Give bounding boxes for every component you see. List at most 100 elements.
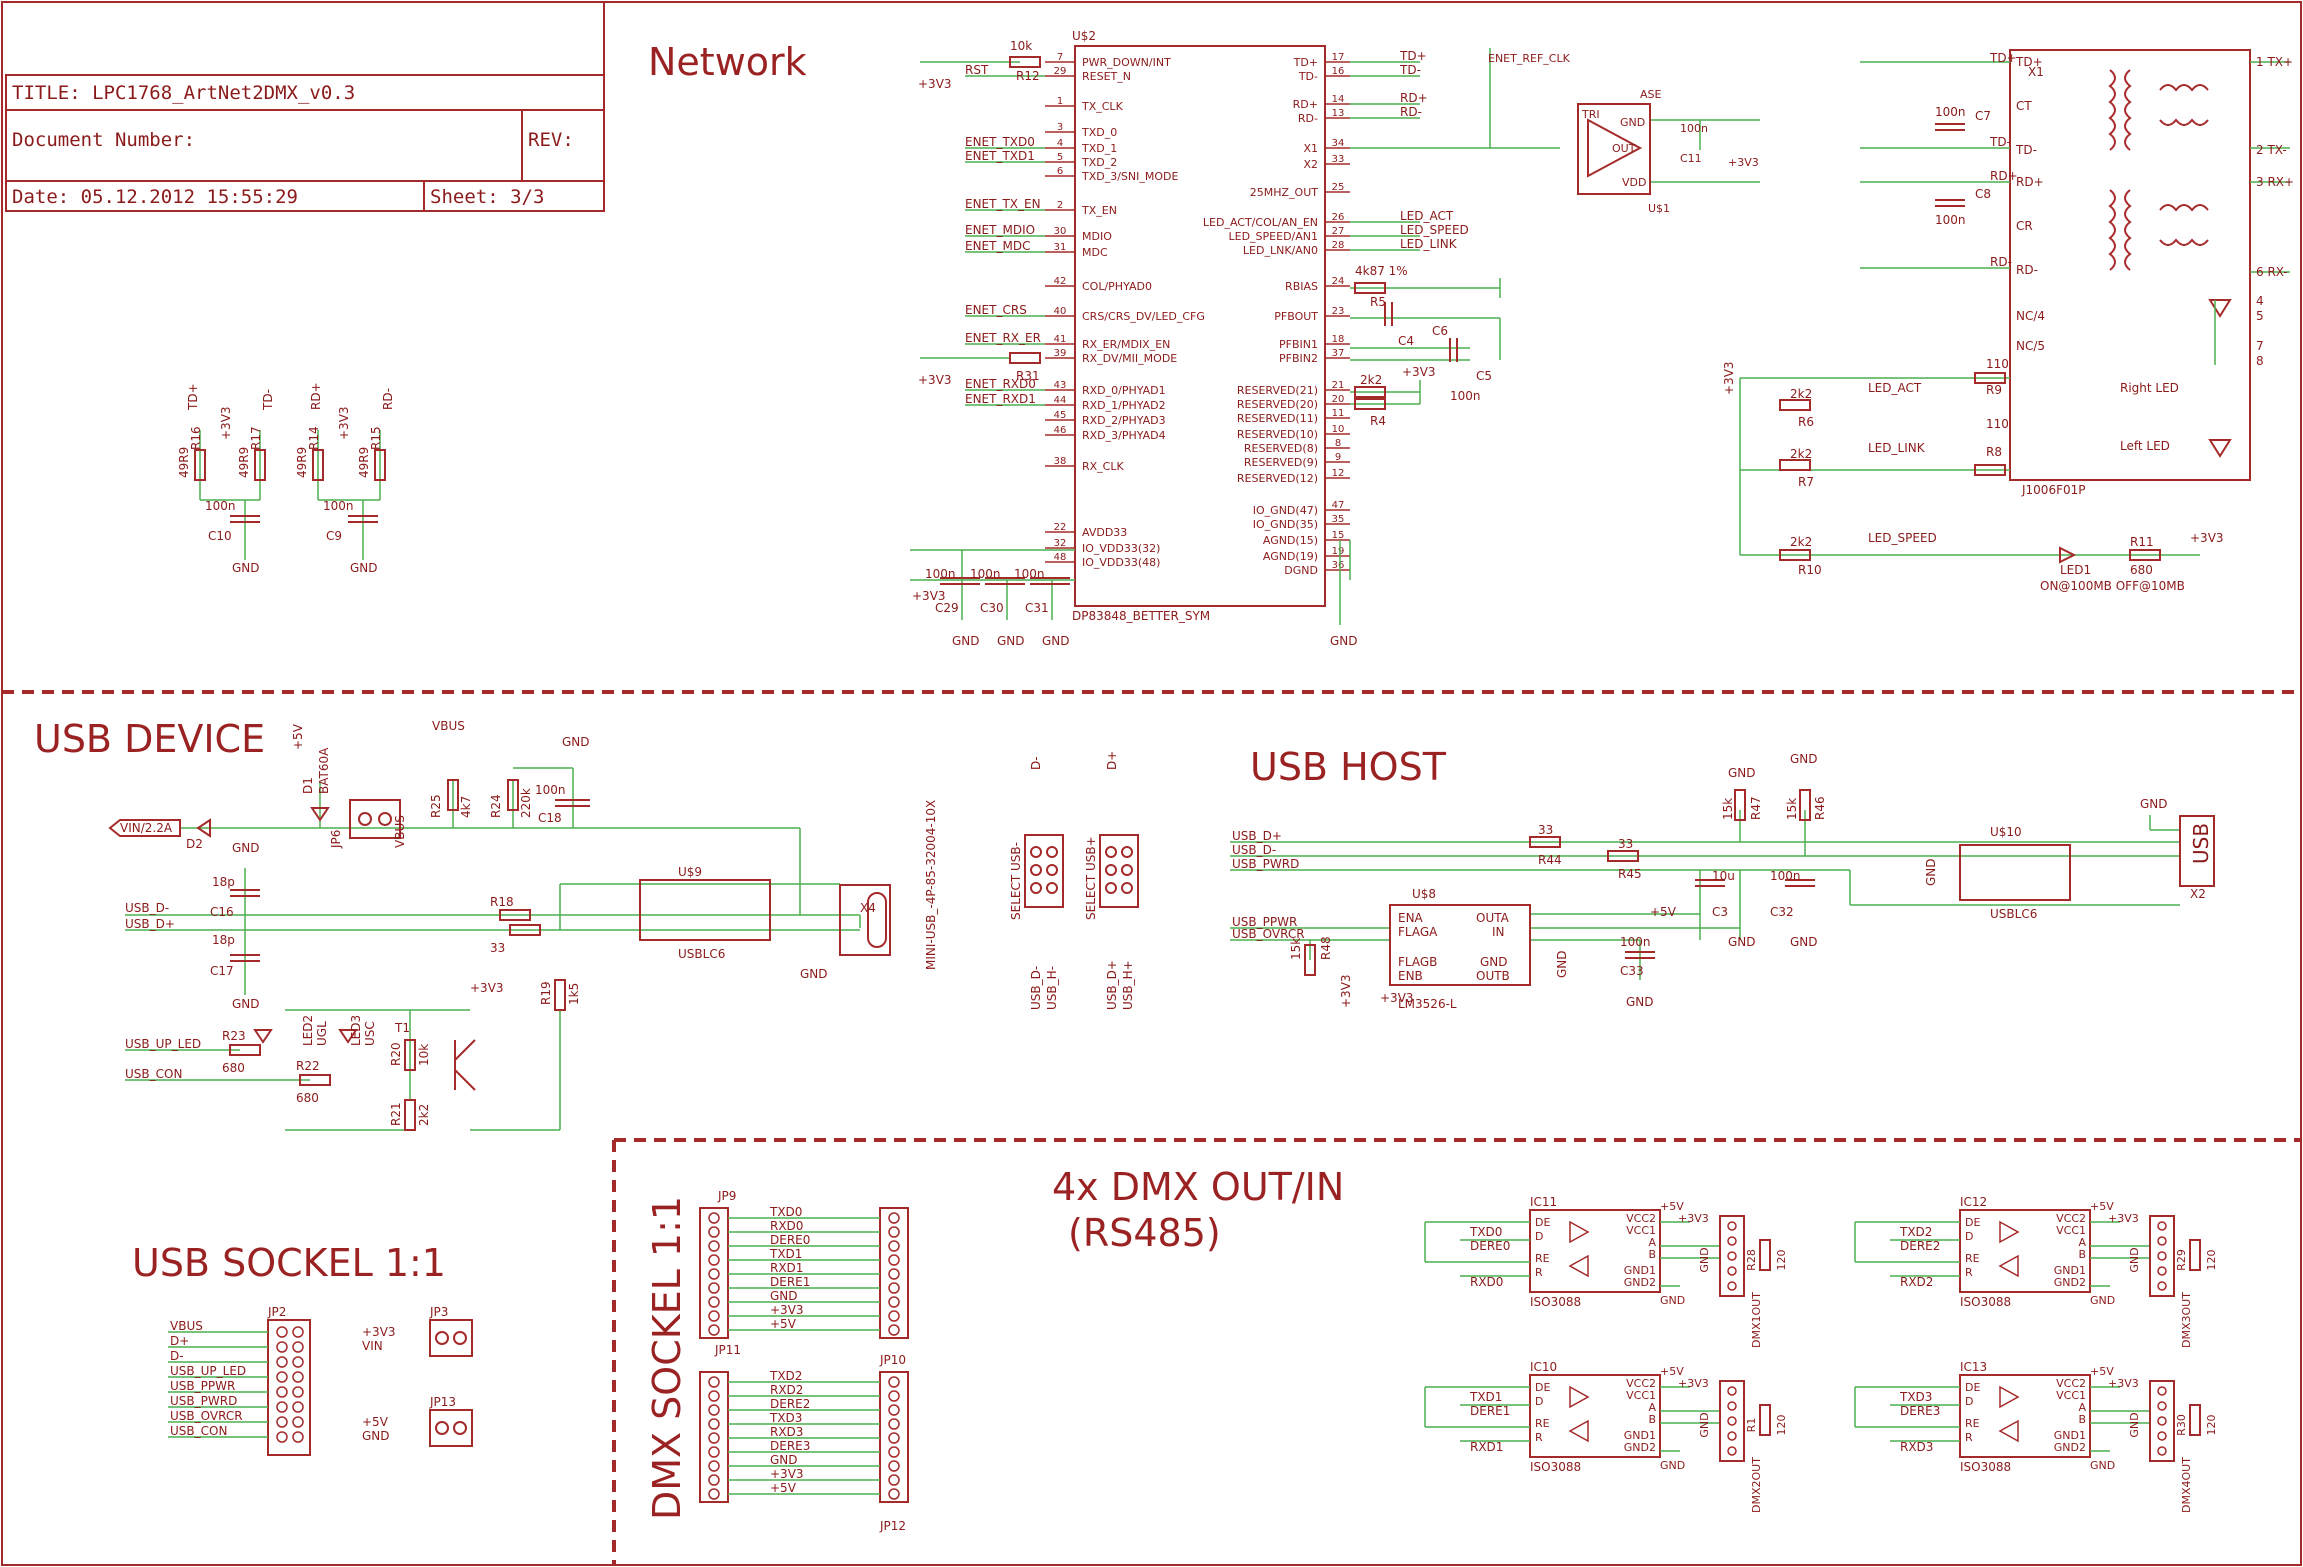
r14-label: R14: [307, 426, 321, 450]
phy-left-pin-label: MDC: [1082, 246, 1108, 259]
dmx-connector-pin: [1727, 1431, 1737, 1441]
dmx-sockel-pin: [708, 1268, 720, 1280]
rxer-3v3: +3V3: [918, 373, 952, 387]
dmx-left-pin: RE: [1965, 1252, 1980, 1265]
dmx-title: 4x DMX OUT/IN: [1052, 1165, 1344, 1209]
c3-label: C3: [1712, 905, 1728, 919]
phy-left-net-label: ENET_RXD0: [965, 377, 1036, 391]
dmx-term-resistor: [2189, 1404, 2201, 1436]
dmx-gnd: GND: [1660, 1459, 1685, 1472]
r11-label: R11: [2130, 535, 2154, 549]
phy-right-pin-number: 15: [1332, 530, 1345, 541]
dmx-right-pin: VCC1: [1626, 1389, 1656, 1402]
c33-gnd: GND: [1626, 995, 1654, 1009]
c3-value: 10u: [1712, 869, 1735, 883]
phy-right-pin-number: 9: [1335, 452, 1341, 463]
dmx-rx-net: RXD3: [1900, 1440, 1933, 1454]
dmx-connector-pin: [2157, 1251, 2167, 1261]
r19-label: R19: [539, 981, 553, 1005]
dmx-left-pin: R: [1965, 1266, 1973, 1279]
dmx-right-pin: VCC2: [2056, 1377, 2086, 1390]
r18-value: 33: [490, 941, 505, 955]
jp2-pin-right: [292, 1341, 304, 1353]
x1-led-act: LED_ACT: [1868, 381, 1922, 395]
r5-value: 4k87 1%: [1355, 264, 1408, 278]
phy-right-pin-label: AGND(19): [1263, 550, 1318, 563]
jp2-pin-right: [292, 1431, 304, 1443]
c17-label: C17: [210, 964, 234, 978]
r23-value: 680: [222, 1061, 245, 1075]
phy-left-pin-number: 40: [1054, 306, 1067, 317]
u9-part: USBLC6: [678, 947, 725, 961]
r10-label: R10: [1798, 563, 1822, 577]
u8-3v3: +3V3: [1380, 991, 1414, 1005]
c31-label: C31: [1025, 601, 1049, 615]
section-titles: Network USB DEVICE USB HOST USB SOCKEL 1…: [34, 40, 1447, 1520]
usb-host-net-label: USB_PPWR: [1232, 915, 1297, 929]
c7-value: 100n: [1935, 105, 1966, 119]
jp2-pin-left: [276, 1431, 288, 1443]
x2-name: X2: [2190, 887, 2206, 901]
dmx-sockel-pin: [708, 1418, 720, 1430]
led1-3v3: +3V3: [2190, 531, 2224, 545]
x1-pin8: 8: [2256, 354, 2264, 368]
phy-right-pin-number: 19: [1332, 546, 1345, 557]
dmx-connector-pin: [2157, 1266, 2167, 1276]
phy-left-pin-label: TX_CLK: [1081, 100, 1124, 113]
dmx-sockel-pin: [888, 1310, 900, 1322]
phy-right-pin-number: 25: [1332, 182, 1345, 193]
led-speed-note: ON@100MB OFF@10MB: [2040, 579, 2185, 593]
dmx-sockel-pin: [888, 1404, 900, 1416]
c18-gnd: GND: [562, 735, 590, 749]
jp12-label: JP12: [879, 1519, 906, 1533]
dmx-left-pin: DE: [1965, 1381, 1980, 1394]
phy-right-pin-label: TD-: [1298, 70, 1318, 83]
dmx-sockel-net-label: GND: [770, 1289, 798, 1303]
phy-left-net-label: ENET_TX_EN: [965, 197, 1041, 211]
phy-right-pin-label: PFBIN2: [1279, 352, 1318, 365]
phy-right-pin-label: RESERVED(21): [1237, 384, 1318, 397]
usb-host-net-label: USB_OVRCR: [1232, 927, 1305, 941]
phy-right-pin-number: 12: [1332, 468, 1345, 479]
dmx-connector-pin: [1727, 1416, 1737, 1426]
dmx-sockel-pin: [708, 1282, 720, 1294]
r5-resistor: [1354, 282, 1386, 294]
dmx-right-pin: A: [2078, 1236, 2086, 1249]
r3-resistor: [1354, 386, 1386, 398]
c18-label: C18: [538, 811, 562, 825]
dmx-left-pin: R: [1535, 1266, 1543, 1279]
reserved-3v3: +3V3: [1402, 365, 1436, 379]
dmx-gnd: GND: [2090, 1294, 2115, 1307]
c16-value: 18p: [212, 875, 235, 889]
sel-usbh-plus: USB_H+: [1121, 960, 1135, 1010]
r47-gnd: GND: [1728, 766, 1756, 780]
x1-left-led: Left LED: [2120, 439, 2170, 453]
phy-right-pin-label: LED_ACT/COL/AN_EN: [1203, 216, 1318, 229]
phy-left-net-label: ENET_TXD0: [965, 135, 1035, 149]
x1-td-minus: TD-: [2015, 143, 2037, 157]
dmx-sockel-net-label: +5V: [770, 1317, 797, 1331]
jp2-label: JP2: [267, 1305, 286, 1319]
iso3088-body: [1959, 1209, 2091, 1293]
usb-device: VIN/2.2A D2 D1 BAT60A +5V JP6 VBUS VBUS …: [108, 719, 1139, 1131]
jp2-net-label: USB_PPWR: [170, 1379, 235, 1393]
phy-right-pin-label: 25MHZ_OUT: [1250, 186, 1319, 199]
dmx-left-pin: RE: [1535, 1417, 1550, 1430]
gnd-c29: GND: [952, 634, 980, 648]
dmx-sockel-pin: [888, 1418, 900, 1430]
c8-label: C8: [1975, 187, 1991, 201]
jp2-net-label: USB_OVRCR: [170, 1409, 243, 1423]
dmx-dere-net: DERE3: [1900, 1404, 1940, 1418]
u8-gnd: GND: [1480, 955, 1508, 969]
phy-left-pin-label: RX_DV/MII_MODE: [1082, 352, 1177, 365]
r4-resistor: [1354, 398, 1386, 410]
osc-tri: TRI: [1581, 108, 1600, 121]
usb-con-net: USB_CON: [125, 1067, 182, 1081]
r31-label: R31: [1016, 369, 1040, 383]
phy-right-pin-number: 24: [1332, 276, 1345, 287]
r15-label: R15: [369, 426, 383, 450]
jp2-pin-left: [276, 1341, 288, 1353]
r16-resistor: [194, 449, 206, 481]
dmx-term-resistor: [1759, 1239, 1771, 1271]
